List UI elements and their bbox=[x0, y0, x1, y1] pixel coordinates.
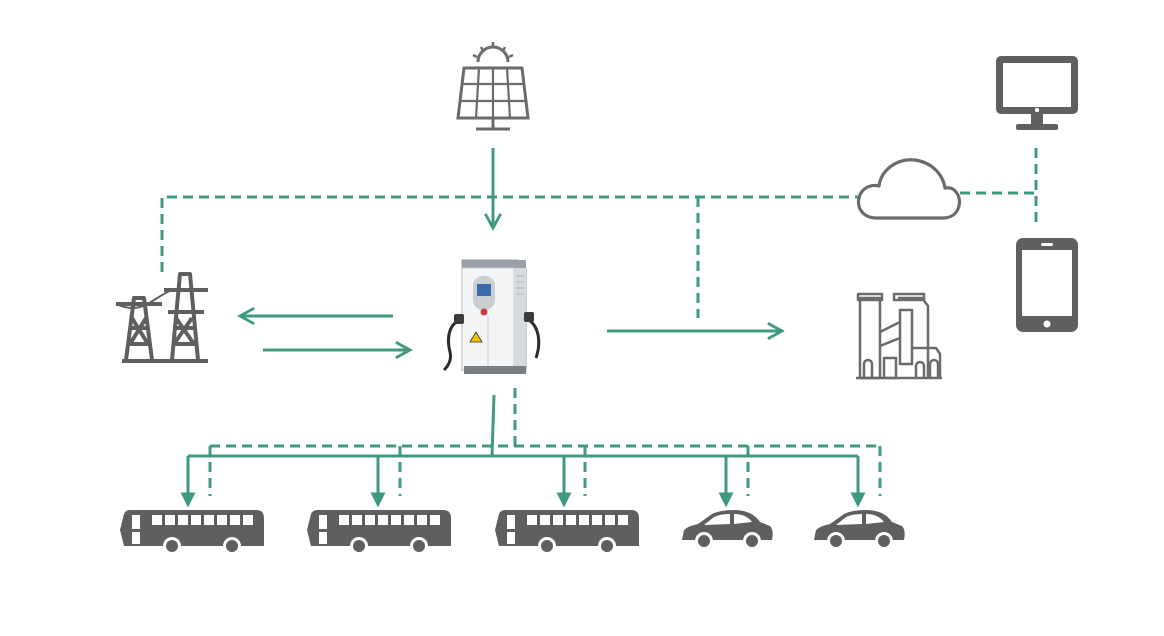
dashed-network bbox=[160, 148, 1038, 496]
tablet-icon bbox=[1016, 238, 1078, 332]
bus-icon bbox=[307, 510, 451, 555]
monitor-icon bbox=[996, 56, 1078, 130]
factory-icon bbox=[856, 292, 942, 380]
dashed-line-grid-to-cloud bbox=[160, 195, 858, 272]
bus-icon bbox=[495, 510, 639, 555]
power-lines bbox=[180, 148, 866, 508]
bus-icon bbox=[120, 510, 264, 555]
line-charger-to-vehicles bbox=[490, 394, 496, 457]
transmission-tower-icon bbox=[115, 272, 208, 363]
cloud-icon bbox=[856, 158, 961, 220]
solar-panel-icon bbox=[456, 42, 530, 131]
car-icon bbox=[682, 510, 773, 550]
car-icon bbox=[814, 510, 905, 550]
ev-charger-icon bbox=[442, 259, 541, 374]
